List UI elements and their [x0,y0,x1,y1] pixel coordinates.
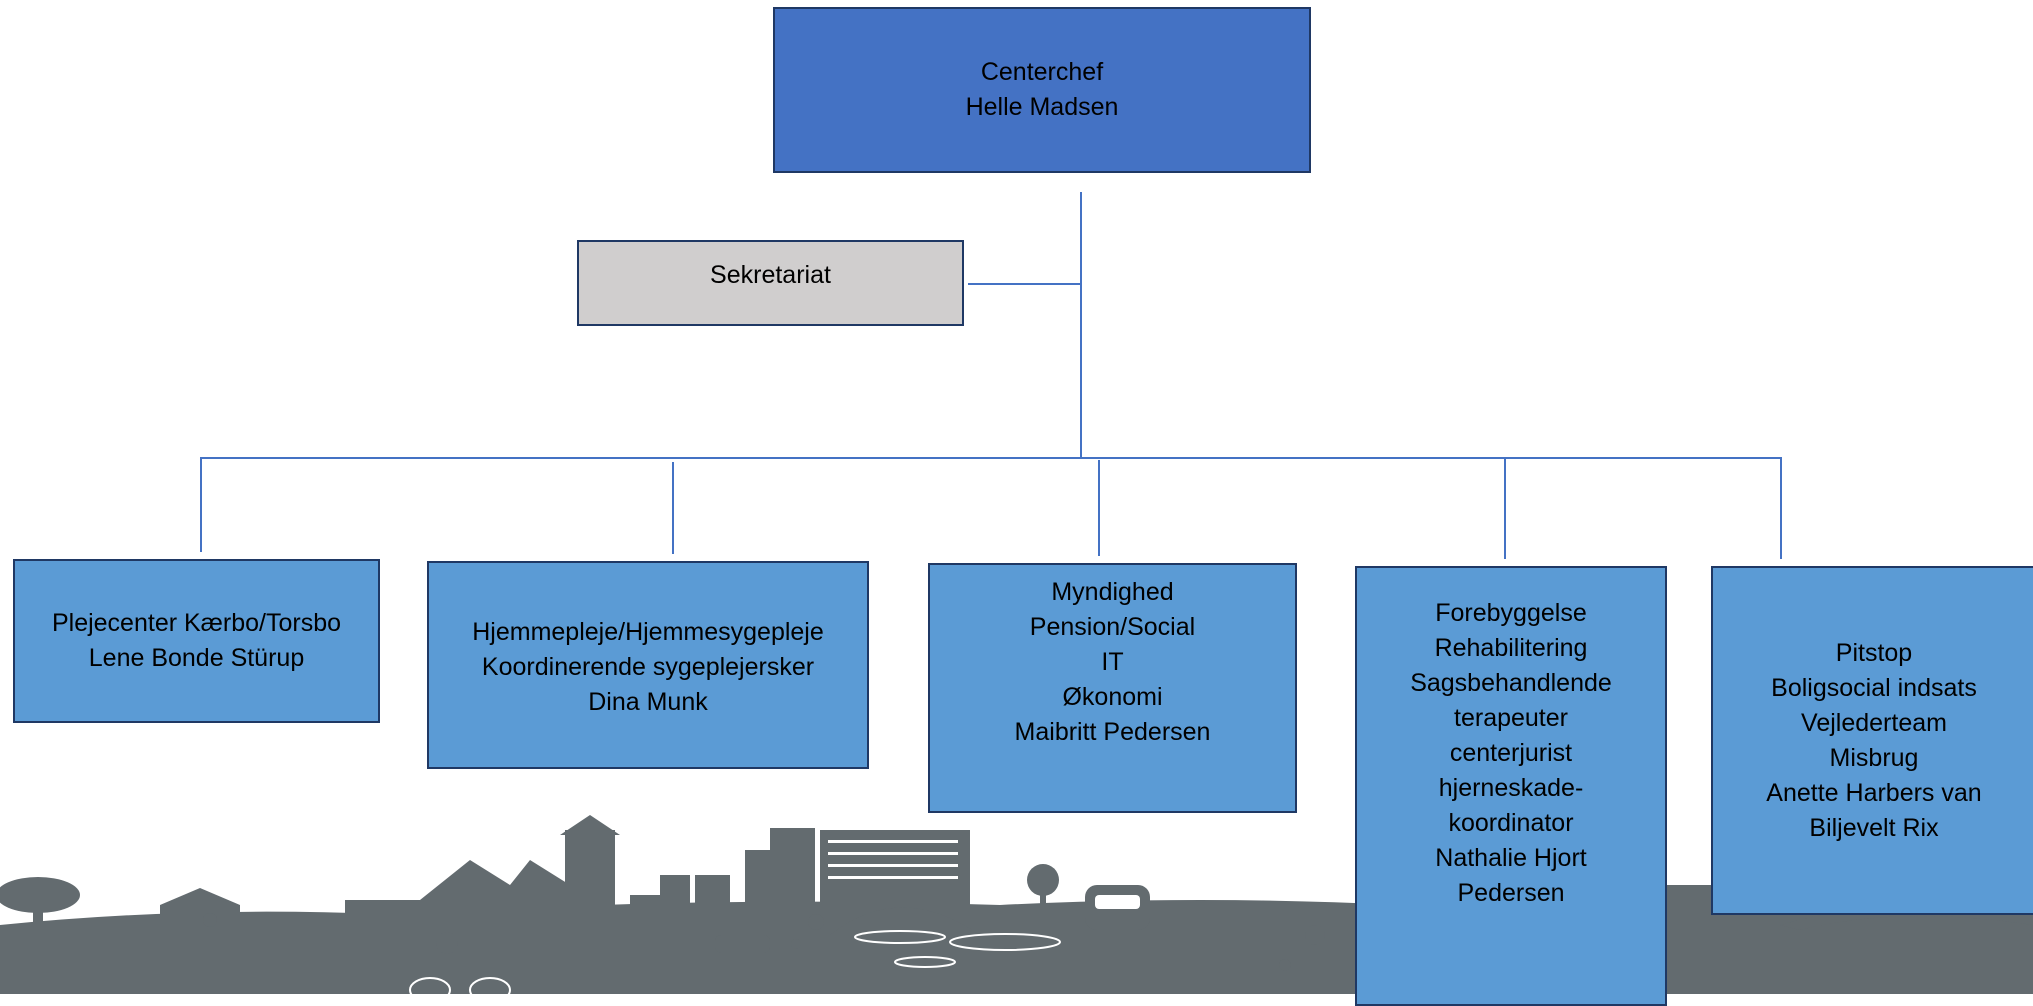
connector-vertical-main [1080,192,1082,458]
org-box-pitstop: Pitstop Boligsocial indsats Vejlederteam… [1711,566,2033,915]
box-text-line: Myndighed [1051,578,1174,606]
box-text-line: Rehabilitering [1434,634,1588,662]
tower-roof [560,815,620,835]
bridge-arc [830,907,980,935]
child-head [1279,959,1291,971]
box-text-line: IT [1101,648,1124,676]
small-building [630,895,660,930]
child-head [791,939,801,949]
train-window [1095,895,1140,909]
child-body [1279,971,1291,994]
small-building [660,875,690,930]
tree-trunk [33,895,43,925]
pedestrian-body [1303,945,1328,994]
box-text-line: hjerneskade- [1438,774,1584,802]
box-text-line: Centerchef [980,58,1104,86]
box-text-line: Lene Bonde Stürup [88,644,305,672]
bicycle-wheel [469,977,511,994]
org-box-center-chief: Centerchef Helle Madsen [773,7,1311,173]
child-body [791,949,801,967]
box-text-line: terapeuter [1454,704,1568,732]
fountain-ring [854,930,946,944]
box-text-line: Pension/Social [1029,613,1196,641]
fountain-ring [949,933,1061,951]
org-box-home-care: Hjemmepleje/Hjemmesygepleje Koordinerend… [427,561,869,769]
box-text-line: Nathalie Hjort [1435,844,1587,872]
bicycle-wheel [409,977,451,994]
connector-drop-unit-2 [672,462,674,554]
window-grid [828,876,958,879]
window-grid [828,864,958,867]
box-text-line: Pedersen [1457,879,1565,907]
house-building [160,888,240,935]
box-text-line: Sekretariat [710,261,831,289]
box-text-line: Hjemmepleje/Hjemmesygepleje [472,618,824,646]
box-text-line: Maibritt Pedersen [1014,718,1211,746]
tall-building [770,828,815,930]
factory-building [345,860,570,930]
pedestrian-body [808,930,825,965]
connector-drop-unit-5 [1780,457,1782,559]
box-text-line: koordinator [1448,809,1574,837]
connector-drop-unit-4 [1504,457,1506,559]
connector-drop-unit-1 [200,457,202,552]
box-text-line: Dina Munk [588,688,708,716]
box-text-line: Sagsbehandlende [1410,669,1612,697]
connector-secretariat [968,283,1080,285]
box-text-line: Pitstop [1835,639,1913,667]
small-building [695,875,730,930]
cyclist-body [437,954,457,984]
hiker-head [203,913,217,927]
tower-building [565,830,615,930]
org-box-prevention-rehab: Forebyggelse Rehabilitering Sagsbehandle… [1355,566,1667,1006]
bus-sign [1027,864,1059,896]
hiker-body [203,928,215,958]
cyclist-head [436,932,458,954]
box-text-line: Biljevelt Rix [1809,814,1939,842]
window-grid [828,852,958,855]
org-box-nursing-home: Plejecenter Kærbo/Torsbo Lene Bonde Stür… [13,559,380,723]
hiker-stick [196,930,199,994]
box-text-line: Forebyggelse [1435,599,1587,627]
box-text-line: Koordinerende sygeplejersker [481,653,815,681]
box-text-line: Økonomi [1062,683,1163,711]
car-silhouette [715,935,770,953]
fountain-ring [894,956,956,968]
box-text-line: Boligsocial indsats [1771,674,1977,702]
box-text-line: centerjurist [1449,739,1573,767]
connector-drop-unit-3 [1098,460,1100,556]
org-box-authority: Myndighed Pension/Social IT Økonomi Maib… [928,563,1297,813]
pedestrian-head [1305,925,1325,945]
connector-horizontal-bus [200,457,1782,459]
box-text-line: Helle Madsen [965,93,1119,121]
bus-sign-pole [1040,895,1046,930]
box-text-line: Vejlederteam [1801,709,1947,737]
box-text-line: Anette Harbers van [1766,779,1982,807]
box-text-line: Plejecenter Kærbo/Torsbo [51,609,342,637]
pedestrian-head [808,914,824,930]
window-grid [828,840,958,843]
org-box-secretariat: Sekretariat [577,240,964,326]
box-text-line: Misbrug [1829,744,1919,772]
